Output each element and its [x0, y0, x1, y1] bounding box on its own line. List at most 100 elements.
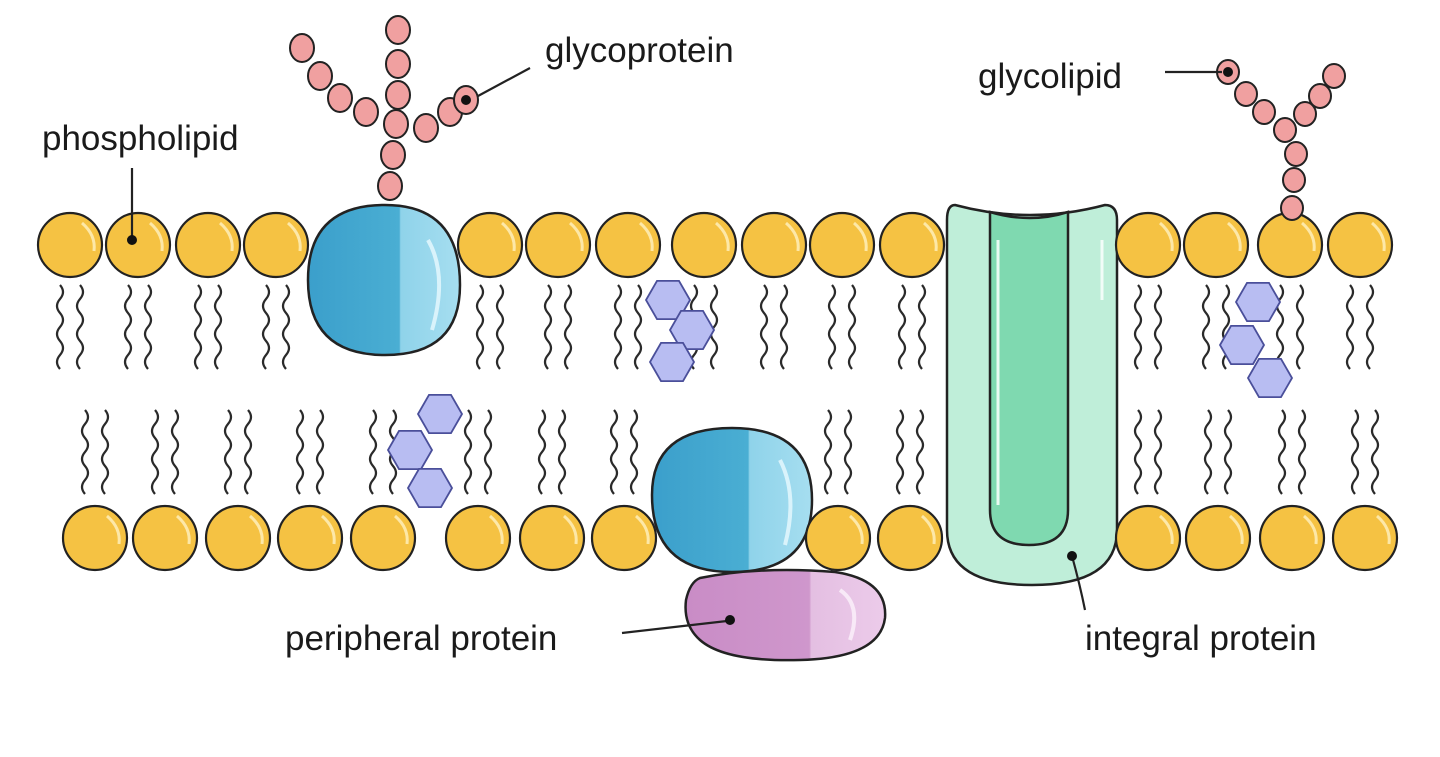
sugar-bead [1282, 167, 1306, 193]
lipid-tail [1297, 409, 1307, 495]
lipid-tail [1201, 284, 1211, 370]
lipid-tail [495, 284, 505, 370]
lipid-tail [1365, 284, 1375, 370]
lipid-tail [1223, 409, 1233, 495]
lipid-tails [55, 284, 1380, 495]
lipid-tail [1350, 409, 1360, 495]
integral-protein-bottom [650, 426, 814, 574]
lipid-tail [143, 284, 153, 370]
phospholipid-head [61, 504, 129, 572]
lipid-tail [557, 409, 567, 495]
head-highlight [852, 221, 868, 252]
lipid-tail [1133, 284, 1143, 370]
lipid-tail [629, 409, 639, 495]
lipid-tail [100, 409, 110, 495]
phospholipid-head [456, 211, 524, 279]
phospholipid-head [1182, 211, 1250, 279]
head-highlight [1370, 221, 1386, 252]
lipid-tail [1153, 284, 1163, 370]
phospholipid-head [1326, 211, 1394, 279]
lipid-tail [55, 284, 65, 370]
cholesterol-ring [406, 467, 454, 509]
phospholipid-head [1256, 211, 1324, 279]
lipid-tail [483, 409, 493, 495]
lipid-tail [1133, 409, 1143, 495]
phospholipid-head [131, 504, 199, 572]
head-highlight [218, 221, 234, 252]
head-highlight [500, 221, 516, 252]
lipid-tail [1370, 409, 1380, 495]
head-highlight [320, 514, 336, 545]
phospholipid-head [808, 211, 876, 279]
cholesterol-ring [668, 309, 716, 351]
head-highlight [1226, 221, 1242, 252]
sugar-bead [327, 83, 353, 113]
phospholipid-head [104, 211, 172, 279]
phospholipid-head [242, 211, 310, 279]
head-highlight [488, 514, 504, 545]
phospholipid-head [1331, 504, 1399, 572]
phospholipid-heads [36, 211, 1399, 572]
phospholipid-head [518, 504, 586, 572]
lipid-tail [563, 284, 573, 370]
cholesterol-ring [1234, 281, 1282, 323]
phospholipid-head [524, 211, 592, 279]
phospholipid-head [1114, 504, 1182, 572]
head-highlight [286, 221, 302, 252]
lipid-tail [1295, 284, 1305, 370]
cholesterol-ring [648, 341, 696, 383]
head-highlight [1302, 514, 1318, 545]
lipid-tail [759, 284, 769, 370]
head-highlight [1158, 514, 1174, 545]
lipid-tail [261, 284, 271, 370]
lipid-tail [633, 284, 643, 370]
sugar-bead [380, 140, 406, 170]
sugar-bead [289, 33, 315, 63]
lipid-tail [609, 409, 619, 495]
lipid-tail [1153, 409, 1163, 495]
lipid-tail [315, 409, 325, 495]
head-highlight [1228, 514, 1244, 545]
lipid-tail [123, 284, 133, 370]
lipid-tail [823, 409, 833, 495]
head-highlight [714, 221, 730, 252]
lipid-tail [915, 409, 925, 495]
phospholipid-label: phospholipid [42, 119, 239, 158]
phospholipid-head [276, 504, 344, 572]
lipid-tail [1275, 284, 1285, 370]
lipid-tail [543, 284, 553, 370]
lipid-tail [917, 284, 927, 370]
sugar-bead [1308, 83, 1332, 109]
lipid-tail [475, 284, 485, 370]
phospholipid-head [444, 504, 512, 572]
phospholipid-head [1184, 504, 1252, 572]
phospholipid-head [804, 504, 872, 572]
phospholipid-head [878, 211, 946, 279]
head-highlight [638, 221, 654, 252]
lipid-tail [223, 409, 233, 495]
sugar-bead [383, 109, 409, 139]
sugar-bead [1252, 99, 1276, 125]
phospholipid-head [594, 211, 662, 279]
sugar-bead [385, 49, 411, 79]
lipid-tail [709, 284, 719, 370]
head-highlight [1300, 221, 1316, 252]
lipid-tail [150, 409, 160, 495]
phospholipid-head [1258, 504, 1326, 572]
sugar-bead [413, 113, 439, 143]
integral-protein-label: integral protein [1085, 619, 1317, 658]
head-highlight [922, 221, 938, 252]
lipid-tail [75, 284, 85, 370]
phospholipid-head [740, 211, 808, 279]
lipid-tail [80, 409, 90, 495]
sugar-bead [1234, 81, 1258, 107]
lipid-tail [213, 284, 223, 370]
lipid-tail [368, 409, 378, 495]
lipid-tail [193, 284, 203, 370]
head-highlight [848, 514, 864, 545]
lipid-tail [243, 409, 253, 495]
lipid-tail [1203, 409, 1213, 495]
head-highlight [562, 514, 578, 545]
cholesterol-ring [386, 429, 434, 471]
